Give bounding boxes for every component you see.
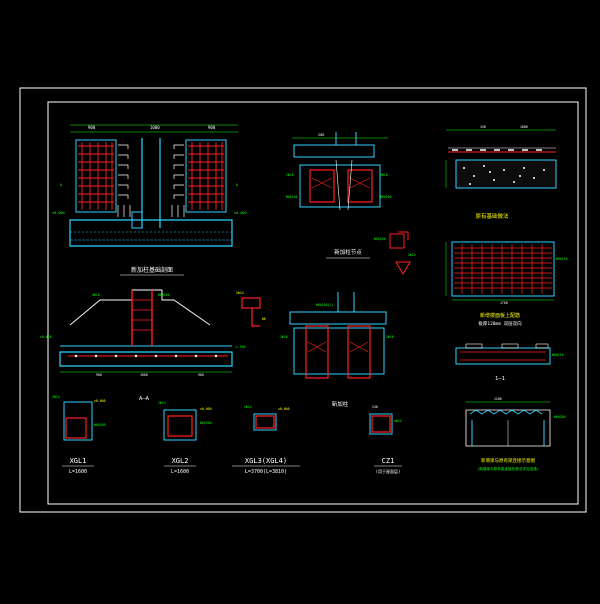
svg-text:1000: 1000 [140, 373, 148, 377]
svg-text:150: 150 [480, 125, 486, 129]
svg-text:2Φ16: 2Φ16 [380, 173, 388, 177]
cz1-note: (用于屋面层) [376, 468, 401, 474]
red-section-detail: 2Φ14 Φ6 [236, 291, 266, 327]
svg-text:900: 900 [208, 125, 216, 130]
beam-connection-note: (新增梁与原有梁连接处做法详见结施) [477, 466, 539, 471]
new-column-title: 新加柱 [332, 400, 349, 408]
foundation-section-title: 新加柱基础剖面 [131, 266, 173, 274]
xgl2-length: L=1600 [171, 469, 189, 475]
svg-text:4Φ16: 4Φ16 [92, 293, 100, 297]
svg-text:900: 900 [96, 373, 102, 377]
existing-foundation-detail: 150 1000 [445, 125, 557, 189]
svg-text:±0.000: ±0.000 [94, 399, 106, 403]
svg-text:Φ8@100: Φ8@100 [286, 195, 298, 199]
svg-text:2Φ16: 2Φ16 [386, 335, 394, 339]
svg-text:Φ8@100: Φ8@100 [380, 195, 392, 199]
inner-frame [47, 101, 579, 505]
svg-text:±0.000: ±0.000 [52, 211, 65, 215]
beam-section-xgl1: ±0.000 2Φ14 Φ6@200 [52, 395, 106, 441]
svg-text:2Φ16: 2Φ16 [280, 335, 288, 339]
svg-text:Φ6@200: Φ6@200 [374, 237, 386, 241]
svg-text:1200: 1200 [494, 397, 502, 401]
svg-text:Φ8@150: Φ8@150 [552, 353, 564, 357]
xgl3-name: XGL3(XGL4) [245, 457, 287, 465]
svg-text:2Φ12: 2Φ12 [408, 253, 416, 257]
new-column-detail: Φ8@100(2) 2Φ16 2Φ16 [280, 292, 394, 379]
xgl2-name: XGL2 [172, 457, 189, 465]
svg-text:4Φ14: 4Φ14 [394, 419, 402, 423]
svg-text:Φ8@150: Φ8@150 [556, 257, 568, 261]
column-joint-detail: 200 2Φ16 2Φ16 Φ8@100 Φ8@100 [286, 132, 392, 211]
svg-text:±0.000: ±0.000 [234, 211, 247, 215]
svg-text:2Φ14: 2Φ14 [158, 401, 166, 405]
svg-text:Φ8@100: Φ8@100 [158, 293, 170, 297]
svg-text:1000: 1000 [150, 125, 160, 130]
column-joint-title: 新加柱节点 [334, 248, 362, 256]
section-11-label: 1—1 [495, 376, 505, 382]
svg-text:2Φ16: 2Φ16 [286, 173, 294, 177]
svg-text:Φ6: Φ6 [262, 317, 266, 321]
beam-section-xgl2: ±0.000 2Φ14 Φ6@200 [158, 401, 212, 441]
svg-text:Φ6@200: Φ6@200 [94, 423, 106, 427]
svg-text:900: 900 [88, 125, 96, 130]
svg-text:240: 240 [372, 405, 378, 409]
cz1-name: CZ1 [382, 457, 395, 465]
svg-text:2Φ14: 2Φ14 [236, 291, 244, 295]
section-aa-label: A—A [139, 396, 150, 402]
existing-foundation-title: 原有基础做法 [475, 212, 509, 220]
slab-title: 新增楼面板上配筋 [480, 312, 520, 319]
xgl1-name: XGL1 [70, 457, 87, 465]
slab-note: 板厚120mm 双层双向 [478, 320, 522, 327]
svg-text:±0.000: ±0.000 [40, 335, 52, 339]
svg-text:Φ8@100(2): Φ8@100(2) [316, 303, 333, 307]
svg-text:900: 900 [198, 373, 204, 377]
beam-connection-detail: 1200 Φ8@200 [465, 397, 566, 447]
foundation-section-detail: 900 1000 900 [52, 124, 247, 247]
svg-text:A: A [236, 183, 239, 187]
svg-text:Φ8@200: Φ8@200 [554, 415, 566, 419]
svg-text:-1.500: -1.500 [234, 345, 246, 349]
beam-section-xgl3: ±0.000 2Φ12 [244, 405, 290, 431]
svg-text:2Φ12: 2Φ12 [244, 405, 252, 409]
small-hook-detail: 2Φ12 Φ6@200 [374, 231, 416, 275]
xgl3-length: L=3700(L=3810) [245, 469, 287, 475]
beam-connection-title: 新增梁与原有梁连接示意图 [481, 457, 535, 464]
slab-reinforcement-detail: 1700 Φ8@150 [445, 241, 568, 305]
svg-text:1000: 1000 [520, 125, 528, 129]
outer-frame [19, 87, 587, 513]
section-11-detail: Φ8@150 [455, 343, 564, 365]
svg-text:1700: 1700 [500, 301, 508, 305]
svg-text:2Φ14: 2Φ14 [52, 395, 60, 399]
svg-text:200: 200 [318, 133, 324, 137]
column-section-cz1: 4Φ14 240 [369, 405, 402, 435]
section-aa-detail: 900 1000 900 ±0.000 -1.500 4Φ16 Φ8@100 [40, 289, 246, 377]
svg-text:Φ6@200: Φ6@200 [200, 421, 212, 425]
svg-text:±0.000: ±0.000 [200, 407, 212, 411]
xgl1-length: L=1600 [69, 469, 87, 475]
svg-text:A: A [60, 183, 63, 187]
svg-text:±0.000: ±0.000 [278, 407, 290, 411]
